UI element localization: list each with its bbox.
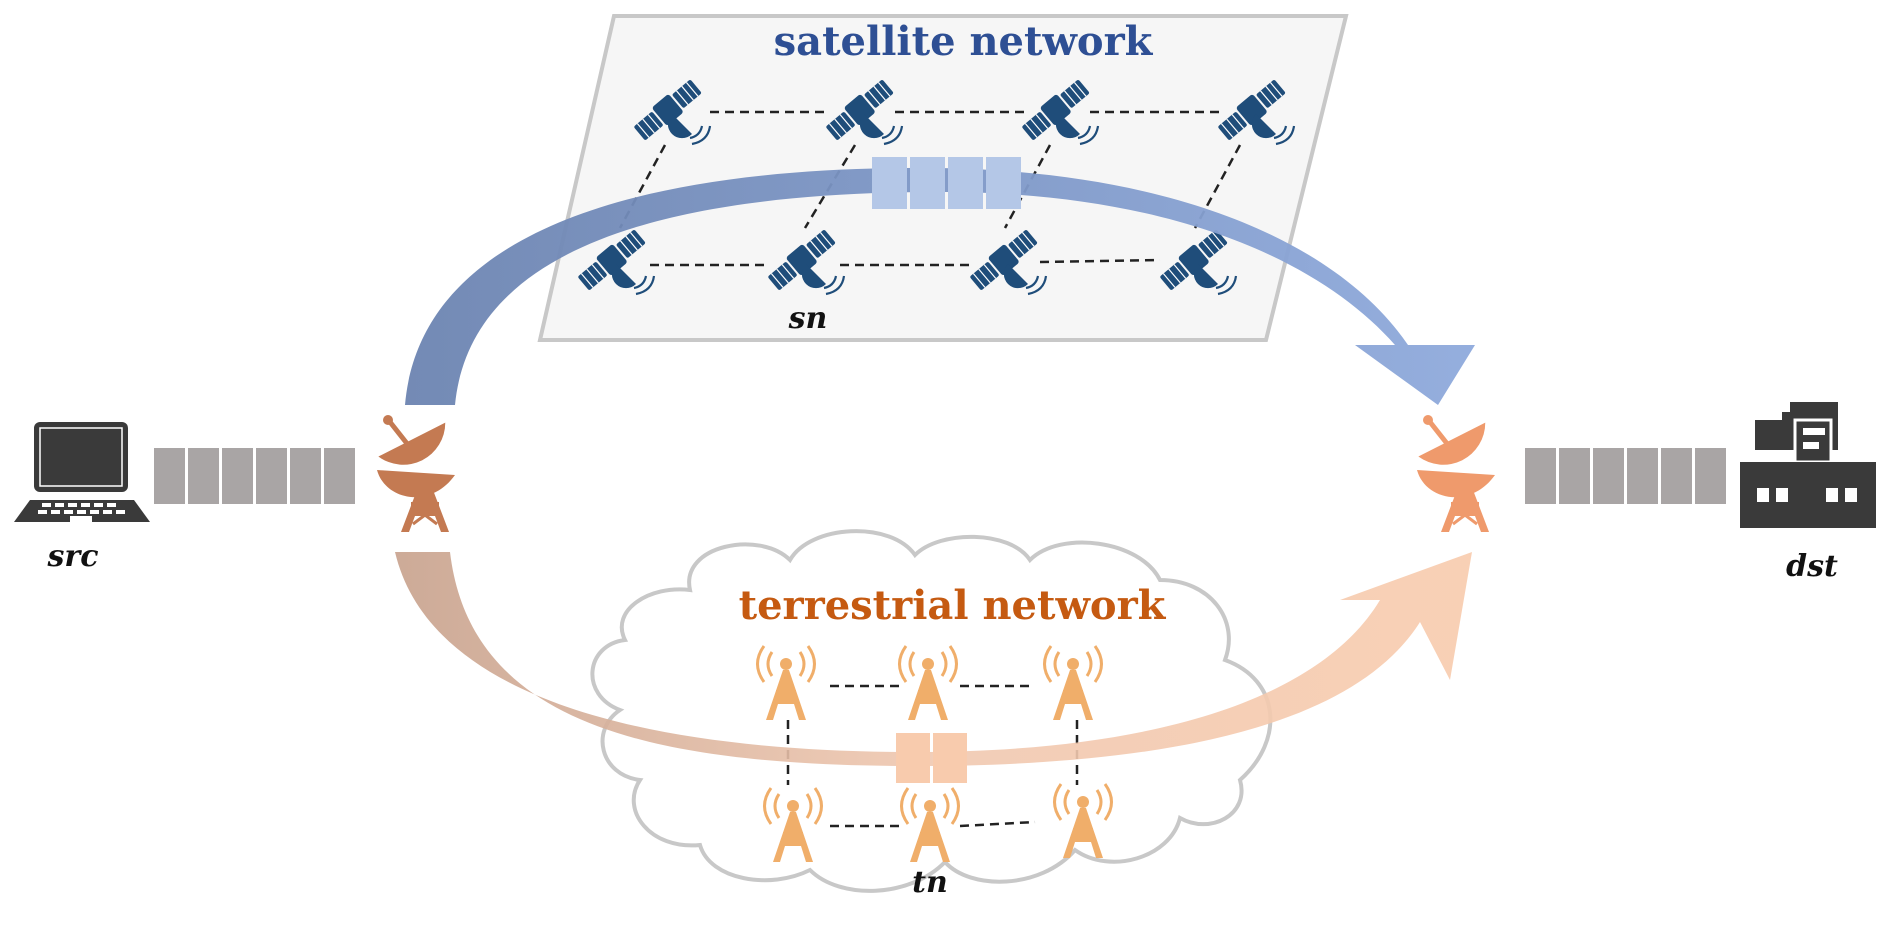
satellite-path-arrow: [405, 167, 1475, 405]
satellite-packet-queue: [872, 157, 1021, 209]
source-packet-queue: [154, 448, 355, 504]
destination-packet-queue: [1525, 448, 1726, 504]
terrestrial-packet-queue: [896, 733, 967, 783]
terrestrial-node-label: tn: [912, 865, 948, 900]
source-label: src: [47, 539, 99, 574]
terrestrial-network-title: terrestrial network: [739, 582, 1167, 629]
satellite-links: [618, 110, 1242, 267]
satellite-node-label: sn: [788, 301, 828, 336]
server-building-icon: [1740, 402, 1876, 528]
destination-label: dst: [1786, 549, 1838, 584]
satellite-network-title: satellite network: [774, 18, 1154, 65]
satellite-dish-icon: [1417, 415, 1495, 532]
satellite-dish-icon: [377, 415, 455, 532]
laptop-icon: [14, 422, 150, 522]
terrestrial-network-cloud: terrestrial network tn: [590, 529, 1273, 900]
